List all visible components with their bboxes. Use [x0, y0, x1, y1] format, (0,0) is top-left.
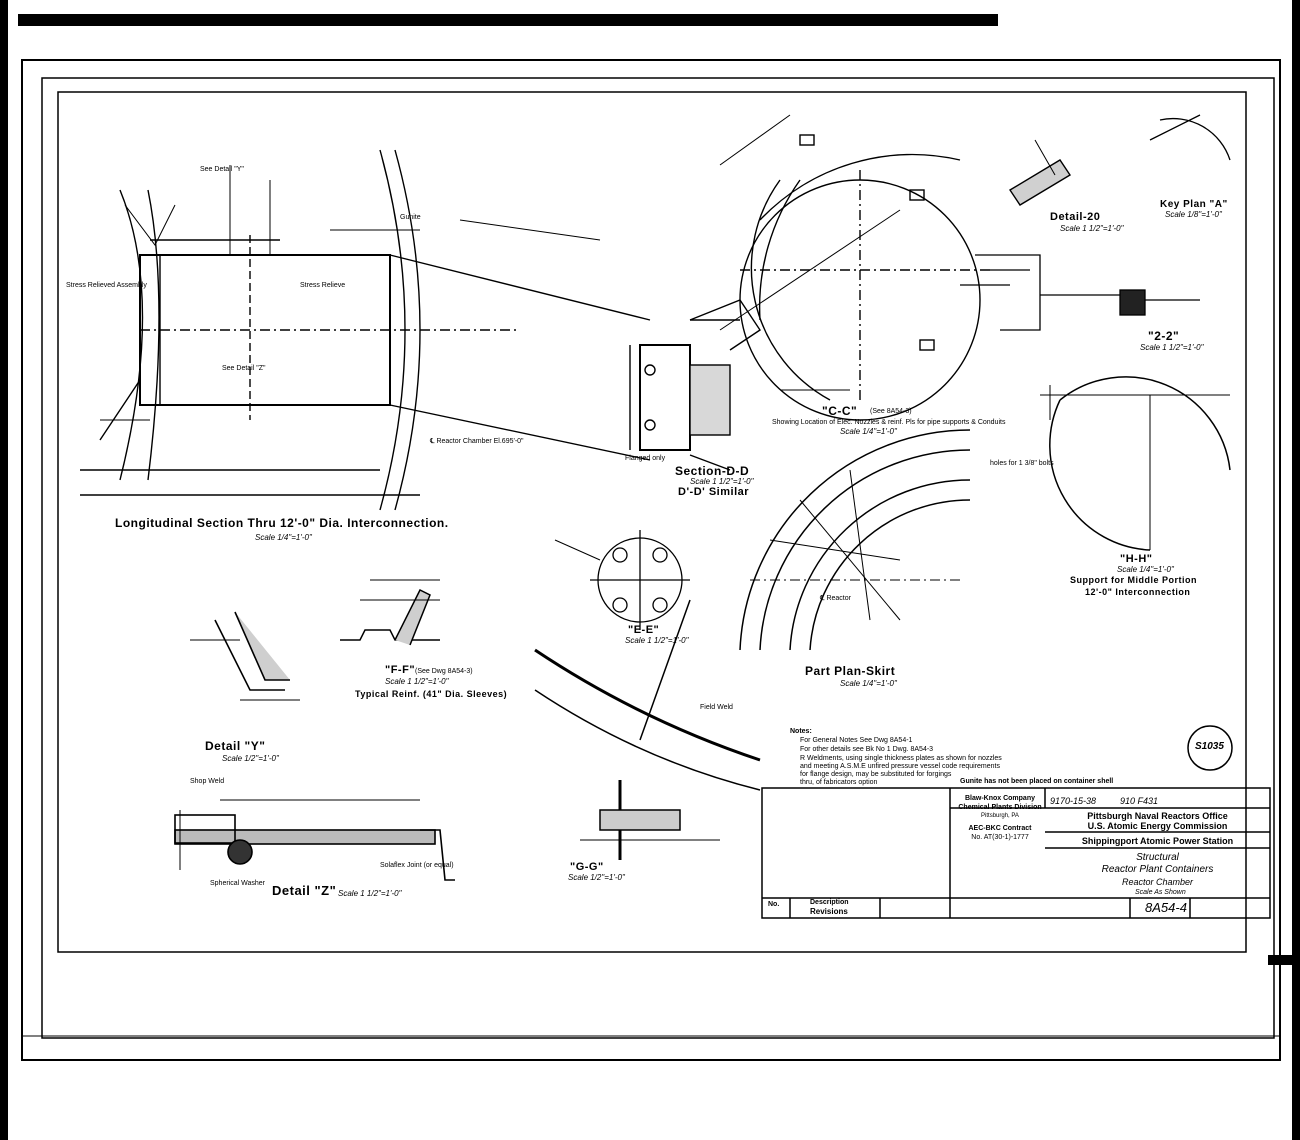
key-plan-a-scale: Scale 1/8"=1'-0" — [1165, 210, 1222, 219]
title-block-frame — [761, 787, 1271, 919]
hh-subtitle-1: Support for Middle Portion — [1070, 575, 1197, 585]
tb-subject-1: Structural — [1136, 852, 1179, 863]
ee-scale: Scale 1 1/2"=1'-0" — [625, 636, 689, 645]
field-weld-label: Field Weld — [700, 704, 733, 711]
detail-20-title: Detail-20 — [1050, 211, 1101, 223]
section-dd-scale: Scale 1 1/2"=1'-0" — [690, 477, 754, 486]
tb-company-3: Pittsburgh, PA — [981, 813, 1019, 819]
cc-ref: (See 8A54-3) — [870, 408, 912, 415]
part-plan-skirt-title: Part Plan-Skirt — [805, 664, 896, 678]
tb-contract-1: AEC-BKC Contract — [968, 825, 1032, 832]
tb-revisions: Revisions — [810, 907, 848, 916]
key-plan-a-drawing — [1119, 114, 1231, 316]
part-plan-skirt-drawing — [739, 429, 971, 651]
film-edge-left — [0, 0, 8, 1140]
detail-z-title: Detail "Z" — [272, 883, 337, 898]
tb-subject-2: Reactor Plant Containers — [1101, 864, 1214, 875]
typical-reinf-title: Typical Reinf. (41" Dia. Sleeves) — [355, 689, 508, 699]
longitudinal-section-drawing — [80, 149, 651, 511]
section-dd-drawing — [629, 299, 761, 471]
hh-drawing — [1040, 376, 1231, 551]
detail-20-scale: Scale 1 1/2"=1'-0" — [1060, 224, 1124, 233]
tb-no: No. — [768, 901, 780, 908]
detail-z-drawing — [174, 799, 455, 881]
stress-relieved-assembly-label: Stress Relieved Assembly — [66, 282, 147, 289]
reactor-label: ℄ Reactor — [820, 595, 851, 602]
see-detail-z-label: See Detail "Z" — [222, 365, 266, 372]
note-2: For other details see Bk No 1 Dwg. 8A54-… — [800, 746, 934, 753]
film-edge-top — [18, 14, 998, 26]
ee-drawing — [554, 530, 690, 630]
reactor-chamber-el-label: ℄ Reactor Chamber El.695'-0" — [430, 438, 524, 445]
section-dd-similar: D'-D' Similar — [678, 486, 750, 498]
note-3: R Weldments, using single thickness plat… — [800, 755, 1002, 762]
ff-drawing — [340, 579, 440, 646]
film-edge-right — [1292, 0, 1300, 1140]
gg-title: "G-G" — [570, 861, 604, 873]
note-6: thru, of fabricators option — [800, 779, 878, 786]
note-7: Gunite has not been placed on container … — [960, 778, 1114, 785]
notes-title: Notes: — [790, 728, 812, 735]
flanged-only-label: Flanged only — [625, 455, 666, 462]
cc-title: "C-C" — [822, 404, 858, 418]
two-two-title: "2-2" — [1148, 329, 1180, 343]
tb-scale-note: Scale As Shown — [1135, 889, 1186, 896]
gunite-label: Gunite — [400, 214, 421, 221]
gg-scale: Scale 1/2"=1'-0" — [568, 873, 625, 882]
note-5: for flange design, may be substituted fo… — [800, 771, 952, 778]
ff-title: "F-F" — [385, 664, 416, 676]
note-1: For General Notes See Dwg 8A54-1 — [800, 737, 913, 744]
gg-drawing — [534, 599, 761, 860]
key-plan-a-title: Key Plan "A" — [1160, 199, 1228, 210]
see-detail-y-label: See Detail "Y" — [200, 166, 244, 173]
hh-scale: Scale 1/4"=1'-0" — [1117, 565, 1174, 574]
detail-y-drawing — [190, 611, 300, 701]
holes-label: holes for 1 3/8" bolts — [990, 460, 1054, 467]
detail-z-scale: Scale 1 1/2"=1'-0" — [338, 889, 402, 898]
cc-scale: Scale 1/4"=1'-0" — [840, 427, 897, 436]
longitudinal-section-scale: Scale 1/4"=1'-0" — [255, 533, 312, 542]
tb-office-2: U.S. Atomic Energy Commission — [1087, 821, 1228, 831]
ff-scale: Scale 1 1/2"=1'-0" — [385, 677, 449, 686]
tb-station: Shippingport Atomic Power Station — [1081, 836, 1234, 846]
stress-relieve-label: Stress Relieve — [300, 282, 346, 289]
stamp-text: S1035 — [1195, 741, 1224, 752]
tb-office-1: Pittsburgh Naval Reactors Office — [1087, 811, 1228, 821]
section-dd-title: Section-D-D — [675, 464, 750, 478]
detail-y-scale: Scale 1/2"=1'-0" — [222, 754, 279, 763]
tb-company-2: Chemical Plants Division — [958, 804, 1042, 811]
solaflex-label: Solaflex Joint (or equal) — [380, 862, 454, 869]
cc-plan-drawing — [719, 114, 990, 421]
hh-title: "H-H" — [1120, 553, 1153, 565]
two-two-drawing — [960, 254, 1120, 331]
longitudinal-section-title: Longitudinal Section Thru 12'-0" Dia. In… — [115, 516, 449, 530]
shop-weld-label: Shop Weld — [190, 778, 225, 785]
tb-job-2: 910 F431 — [1120, 796, 1159, 806]
hh-subtitle-2: 12'-0" Interconnection — [1085, 587, 1191, 597]
tb-company-1: Blaw-Knox Company — [964, 795, 1035, 802]
tb-subject-3: Reactor Chamber — [1121, 877, 1194, 887]
tb-description: Description — [810, 899, 849, 906]
detail-y-title: Detail "Y" — [205, 739, 266, 753]
tb-contract-2: No. AT(30-1)-1777 — [971, 834, 1029, 841]
tb-drawing-no: 8A54-4 — [1145, 900, 1187, 915]
note-4: and meeting A.S.M.E unfired pressure ves… — [800, 763, 1000, 770]
ee-title: "E-E" — [628, 624, 660, 636]
stamp-circle — [1187, 725, 1233, 771]
ff-ref: (See Dwg 8A54-3) — [415, 668, 473, 675]
cc-subtitle: Showing Location of Elec. Nozzles & rein… — [772, 419, 1006, 426]
two-two-scale: Scale 1 1/2"=1'-0" — [1140, 343, 1204, 352]
detail-20-drawing — [1009, 139, 1071, 206]
spherical-washer-label: Spherical Washer — [210, 880, 265, 887]
part-plan-skirt-scale: Scale 1/4"=1'-0" — [840, 679, 897, 688]
sheet-borders — [21, 59, 1281, 1061]
tb-job-1: 9170-15-38 — [1050, 796, 1097, 806]
